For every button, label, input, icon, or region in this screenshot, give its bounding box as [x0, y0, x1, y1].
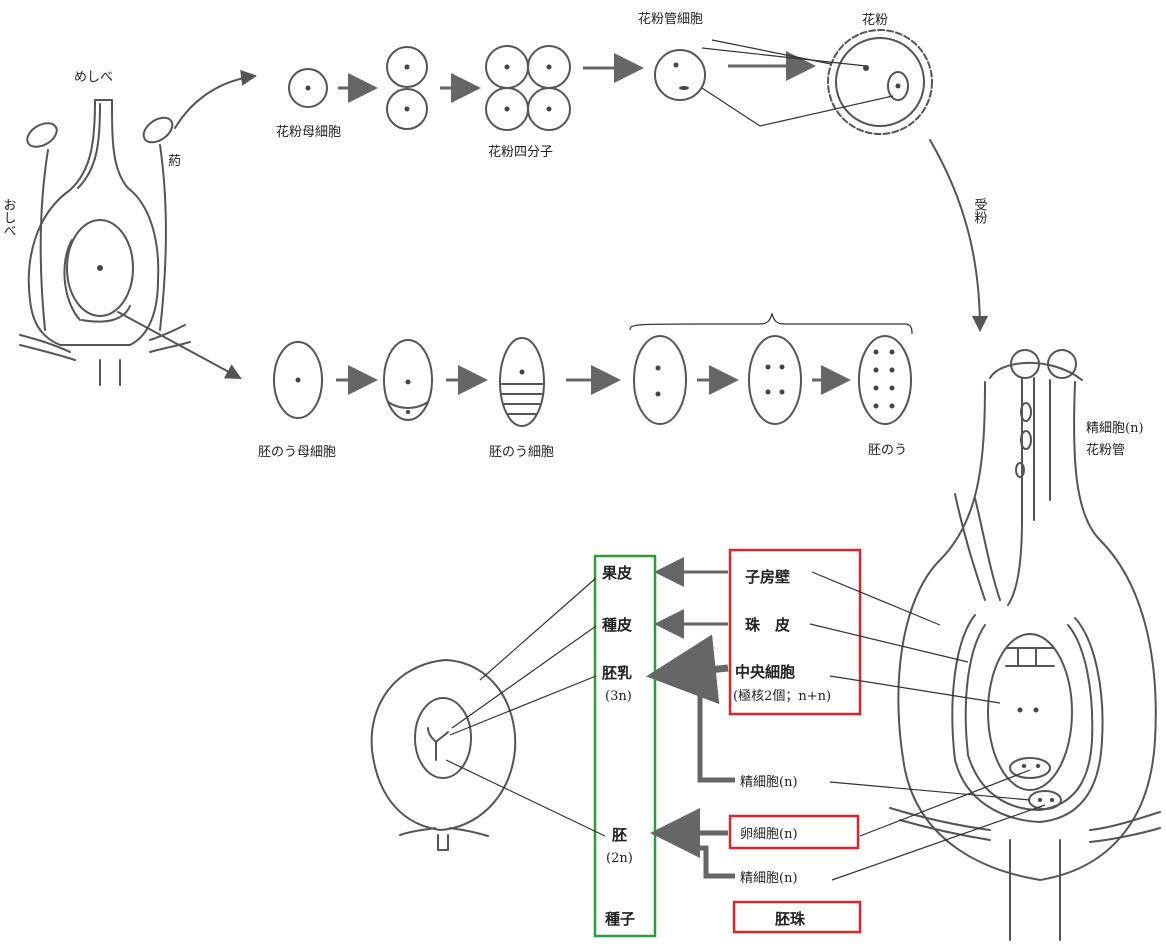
- sperm-cell-2-label: 精細胞(n): [740, 871, 798, 886]
- pollen-tube-label: 花粉管: [1086, 442, 1125, 458]
- sperm-cell-top-label: 精細胞(n): [1086, 421, 1144, 436]
- embryo-sac-development: [274, 314, 912, 426]
- central-cell-label: 中央細胞: [735, 663, 795, 681]
- embryo-sac-label: 胚のう: [868, 443, 907, 458]
- leader-central-cell: [830, 676, 1000, 703]
- leader-pericarp: [480, 578, 596, 680]
- egg-cell-label: 卵細胞(n): [740, 827, 798, 842]
- pollination-arrow: [930, 140, 980, 330]
- pistil-fertilization-drawing: [890, 350, 1160, 940]
- leader-sperm-cell-2: [832, 805, 1045, 880]
- seed-coat-label: 種皮: [602, 616, 632, 634]
- stamen-label: おしべ: [1, 198, 17, 237]
- leader-ovary-wall: [812, 572, 940, 625]
- pollination-label: 受粉: [972, 198, 988, 224]
- leader-sperm-cell-1: [830, 782, 1030, 800]
- endosperm-label: 胚乳: [602, 664, 632, 682]
- pollen-tube-cell-label: 花粉管細胞: [638, 11, 703, 27]
- pistil-label: めしべ: [74, 70, 113, 85]
- ovary-wall-label: 子房壁: [745, 568, 790, 586]
- pollen-tetrad-label: 花粉四分子: [488, 144, 553, 160]
- arrow-to-embryo-sac: [118, 312, 240, 378]
- anther-label: 葯: [168, 154, 181, 169]
- sperm-bracket-upper: [690, 680, 735, 780]
- embryo-ploidy-label: (2n): [606, 851, 633, 866]
- endosperm-ploidy-label: (3n): [605, 689, 632, 704]
- arrow-to-pollen: [175, 76, 255, 128]
- embryo-sac-mother-cell-label: 胚のう母細胞: [258, 445, 336, 460]
- leader-embryo: [446, 760, 605, 836]
- embryo-label: 胚: [612, 826, 627, 844]
- leader-egg-cell: [860, 770, 1030, 836]
- pollen-label: 花粉: [862, 12, 888, 28]
- flower-drawing: [20, 100, 190, 385]
- arrow-central-cell-to-endosperm: [660, 668, 728, 675]
- seed-label: 種子: [605, 910, 635, 928]
- pollen-mother-cell-label: 花粉母細胞: [276, 124, 341, 140]
- leader-integument: [810, 624, 968, 662]
- seed-drawing: [372, 660, 516, 850]
- seed-green-box: [595, 556, 655, 936]
- leader-endosperm: [450, 676, 596, 735]
- sperm-bracket-lower: [695, 848, 735, 876]
- integument-label: 珠 皮: [745, 616, 790, 634]
- polar-nuclei-label: (極核2個；n+n): [733, 688, 831, 704]
- sperm-cell-1-label: 精細胞(n): [740, 775, 798, 790]
- pericarp-label: 果皮: [601, 564, 632, 582]
- pollen-development: [289, 30, 932, 134]
- ovule-label: 胚珠: [775, 910, 806, 928]
- embryo-sac-cell-label: 胚のう細胞: [489, 445, 554, 460]
